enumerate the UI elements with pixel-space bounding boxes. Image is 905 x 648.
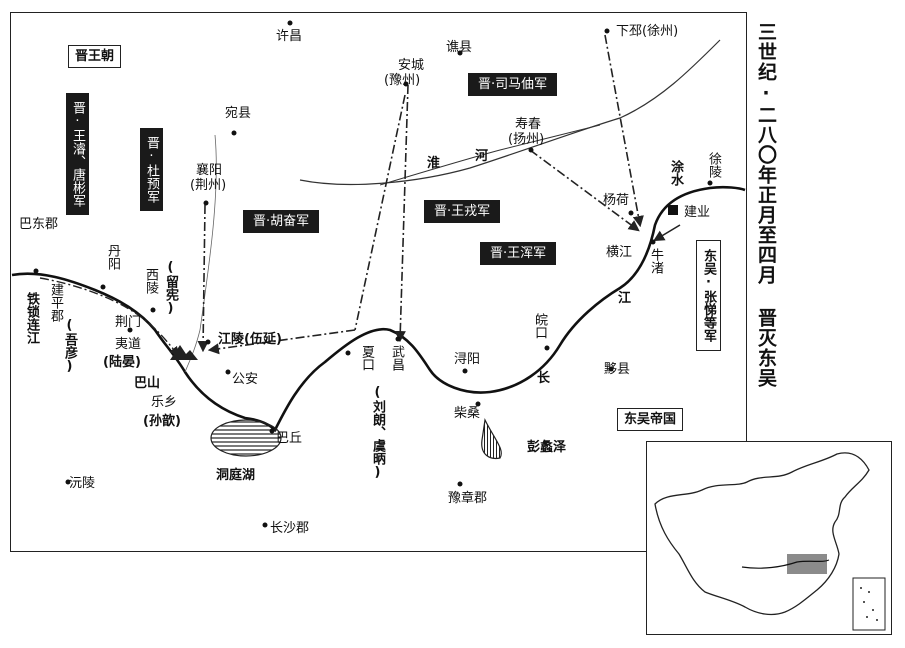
place-yixian: 黟县 (604, 362, 631, 377)
place-liuxian: (留宪) (163, 260, 178, 316)
place-anchen-sub: (豫州) (384, 73, 421, 88)
place-hengjiang: 横江 (606, 245, 633, 260)
army-wang-jun: 晋·王濬、唐彬军 (66, 93, 89, 215)
city-dots (33, 20, 713, 528)
place-yidao: 夷道 (115, 337, 142, 352)
place-wanxian: 宛县 (225, 106, 252, 121)
pengli-marsh (481, 418, 502, 460)
place-wankou: 皖口 (532, 313, 547, 339)
place-jingmen: 荆门 (115, 315, 142, 330)
place-shouchun: 寿春 (515, 117, 542, 132)
place-jiangling: 江陵(伍延) (218, 332, 282, 347)
place-chaisang: 柴桑 (454, 406, 481, 421)
map-frame (10, 12, 747, 552)
yangtze-river (11, 185, 746, 433)
wang-jun-route (39, 277, 180, 357)
place-liulang: (刘朗、虞昞) (370, 385, 385, 480)
huai-river (299, 39, 721, 186)
place-yuzhang: 豫章郡 (448, 491, 488, 506)
dongting-lake (210, 419, 282, 457)
place-tushui: 涂水 (668, 160, 683, 186)
place-xiangyang: 襄阳 (196, 163, 223, 178)
wu-route (653, 224, 681, 242)
place-xiling: 西陵 (143, 268, 158, 294)
army-routes (197, 34, 644, 355)
place-dongting: 洞庭湖 (216, 468, 256, 483)
army-wang-rong: 晋·王戎军 (424, 200, 501, 223)
place-tiesuo: 铁锁连江 (24, 292, 39, 344)
place-badong: 巴东郡 (19, 217, 59, 232)
river-label-he: 河 (475, 149, 489, 164)
inset-south-sea-box (852, 577, 886, 631)
place-qiaoxian: 谯县 (446, 40, 473, 55)
place-xuchang: 许昌 (276, 29, 303, 44)
place-xuling: 徐陵 (706, 152, 721, 178)
jianye-capital-marker (668, 205, 678, 215)
place-bashan: 巴山 (134, 376, 161, 391)
army-sima-zhou: 晋·司马伷军 (468, 73, 558, 96)
army-wu-zhang-ti: 东吴·张悌等军 (696, 240, 721, 351)
inset-islands (860, 587, 878, 621)
place-xiapi: 下邳(徐州) (616, 24, 679, 39)
place-sunxin: (孙歆) (143, 414, 181, 429)
river-label-huai: 淮 (427, 156, 441, 171)
army-du-yu: 晋·杜预军 (140, 128, 163, 211)
place-jianye: 建业 (684, 205, 711, 220)
place-niuzhu: 牛渚 (648, 248, 663, 274)
inset-yangtze (741, 559, 830, 569)
place-xiangyang-sub: (荆州) (190, 178, 227, 193)
place-jianping: 建平郡 (48, 283, 63, 322)
army-wang-hun: 晋·王浑军 (480, 242, 557, 265)
place-baqiu: 巴丘 (276, 431, 303, 446)
place-danyang: 丹阳 (105, 244, 120, 270)
place-wuchang: 武昌 (389, 345, 404, 371)
inset-highlight (787, 554, 827, 574)
bashan-mountain (170, 345, 198, 360)
place-wuyan: (吾彦) (62, 318, 77, 374)
place-shouchun-sub: (扬州) (508, 132, 545, 147)
china-outline (654, 452, 870, 616)
huai-tributary (379, 124, 601, 186)
river-label-jiang: 江 (618, 291, 632, 306)
place-luyan: (陆晏) (103, 355, 141, 370)
place-yuexiang: 乐乡 (151, 395, 178, 410)
place-gongan: 公安 (232, 372, 259, 387)
wu-empire-label: 东吴帝国 (617, 408, 684, 431)
place-yuanling: 沅陵 (69, 476, 96, 491)
place-changsha: 长沙郡 (270, 521, 310, 536)
inset-china-map (646, 441, 892, 635)
place-pengli: 彭蠡泽 (527, 440, 567, 455)
place-anchen: 安城 (398, 58, 425, 73)
inset-svg (654, 452, 886, 631)
army-hu-fen: 晋·胡奋军 (243, 210, 320, 233)
place-xunyang: 浔阳 (454, 352, 481, 367)
side-title: 三世纪·二八〇年正月至四月 晋灭东吴 (755, 22, 777, 388)
place-xiakou: 夏口 (359, 345, 374, 371)
jin-dynasty-label: 晋王朝 (68, 45, 122, 68)
place-yanghe: 杨荷 (603, 193, 630, 208)
river-label-chang: 长 (537, 371, 551, 386)
